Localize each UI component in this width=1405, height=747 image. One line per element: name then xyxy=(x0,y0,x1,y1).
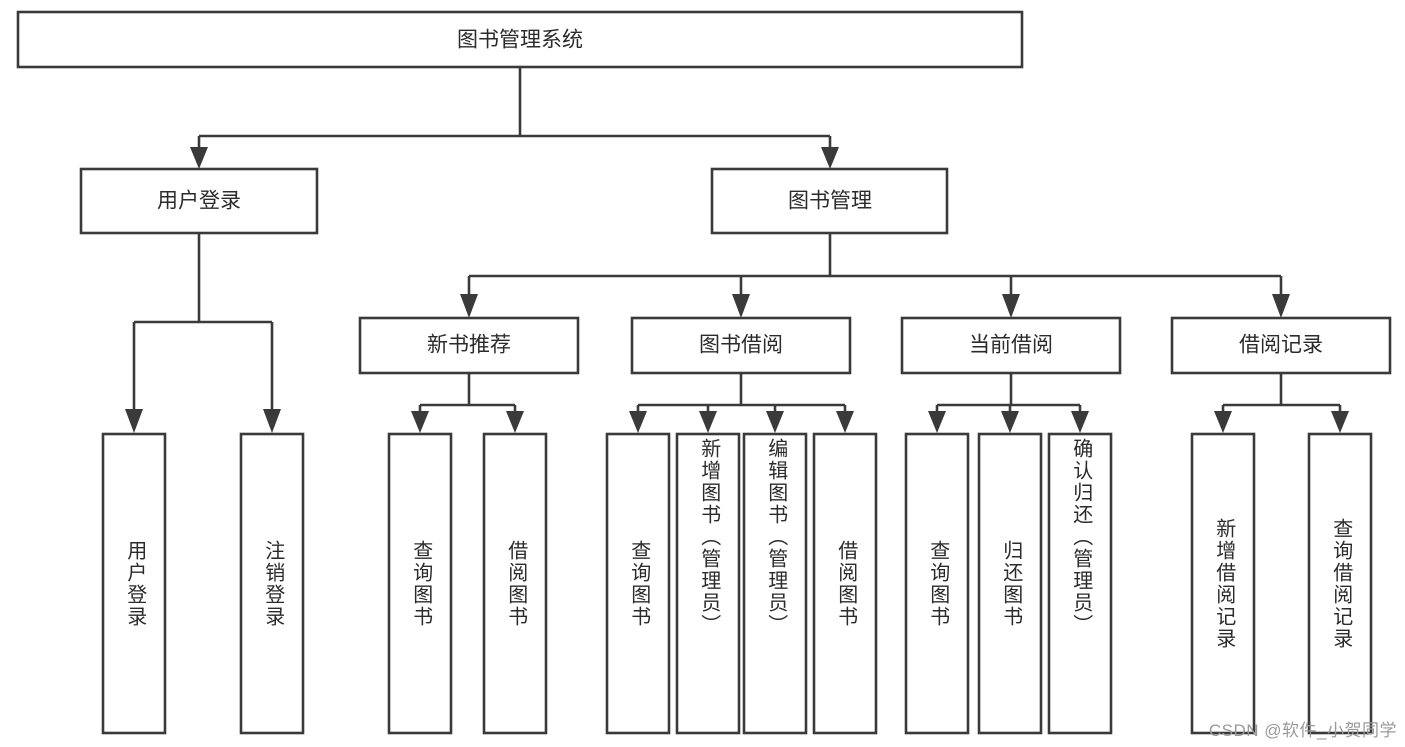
arrow-user-login-leaf-2 xyxy=(263,409,281,433)
arrow-borrow-record-leaf-2 xyxy=(1331,411,1349,433)
node-leaf-query-book-1-box[interactable] xyxy=(387,432,453,735)
node-user-login-box[interactable] xyxy=(79,167,319,235)
node-leaf-borrow-book-1-box[interactable] xyxy=(482,432,548,735)
csdn-watermark: CSDN @软件_小贺同学 xyxy=(1208,721,1397,740)
arrow-new-book-leaf-1 xyxy=(411,411,429,433)
node-book-borrow-label: 图书借阅 xyxy=(699,334,783,357)
node-root-label: 图书管理系统 xyxy=(457,29,583,52)
node-current-borrow-label: 当前借阅 xyxy=(969,334,1053,357)
node-leaf-logout-box[interactable] xyxy=(239,432,305,735)
node-leaf-add-book-box[interactable] xyxy=(675,432,741,735)
node-leaf-query-book-3-box[interactable] xyxy=(904,432,970,735)
arrow-book-borrow-leaf-3 xyxy=(766,411,784,433)
node-leaf-query-book-2-box[interactable] xyxy=(605,432,671,735)
arrow-book-borrow-leaf-2 xyxy=(699,411,717,433)
node-borrow-record-box[interactable] xyxy=(1170,316,1392,375)
node-current-borrow-box[interactable] xyxy=(900,316,1122,375)
arrow-current-borrow-leaf-1 xyxy=(928,411,946,433)
node-new-book-recommend-box[interactable] xyxy=(358,316,580,375)
node-leaf-confirm-return-box[interactable] xyxy=(1047,432,1113,735)
node-leaf-borrow-book-2-box[interactable] xyxy=(812,432,878,735)
arrow-to-book-borrow xyxy=(732,294,750,318)
arrow-to-new-book-recommend xyxy=(460,294,478,318)
node-book-manage-label: 图书管理 xyxy=(788,190,872,213)
arrow-user-login-leaf-1 xyxy=(125,409,143,433)
node-user-login-label: 用户登录 xyxy=(157,190,241,213)
arrow-book-borrow-leaf-4 xyxy=(836,411,854,433)
arrow-root-to-user-login xyxy=(190,147,208,169)
arrow-to-borrow-record xyxy=(1272,294,1290,318)
node-new-book-recommend-label: 新书推荐 xyxy=(427,334,511,357)
arrow-book-borrow-leaf-1 xyxy=(629,411,647,433)
label-layer: 图书管理系统 用户登录 图书管理 新书推荐 图书借阅 当前借阅 借阅记录 xyxy=(157,29,1323,357)
node-leaf-add-record-box[interactable] xyxy=(1190,432,1256,735)
node-book-manage-box[interactable] xyxy=(710,167,949,235)
arrow-root-to-book-manage xyxy=(821,147,839,169)
node-layer xyxy=(16,10,1392,735)
arrow-borrow-record-leaf-1 xyxy=(1214,411,1232,433)
connector-layer xyxy=(125,67,1349,433)
node-borrow-record-label: 借阅记录 xyxy=(1239,334,1323,357)
node-book-borrow-box[interactable] xyxy=(630,316,852,375)
arrow-current-borrow-leaf-2 xyxy=(1001,411,1019,433)
arrow-current-borrow-leaf-3 xyxy=(1071,411,1089,433)
arrow-new-book-leaf-2 xyxy=(506,411,524,433)
arrow-to-current-borrow xyxy=(1002,294,1020,318)
node-root-box[interactable] xyxy=(16,10,1024,69)
node-leaf-edit-book-box[interactable] xyxy=(742,432,808,735)
node-leaf-query-record-box[interactable] xyxy=(1307,432,1373,735)
node-leaf-user-login-box[interactable] xyxy=(101,432,167,735)
node-leaf-return-book-box[interactable] xyxy=(977,432,1043,735)
